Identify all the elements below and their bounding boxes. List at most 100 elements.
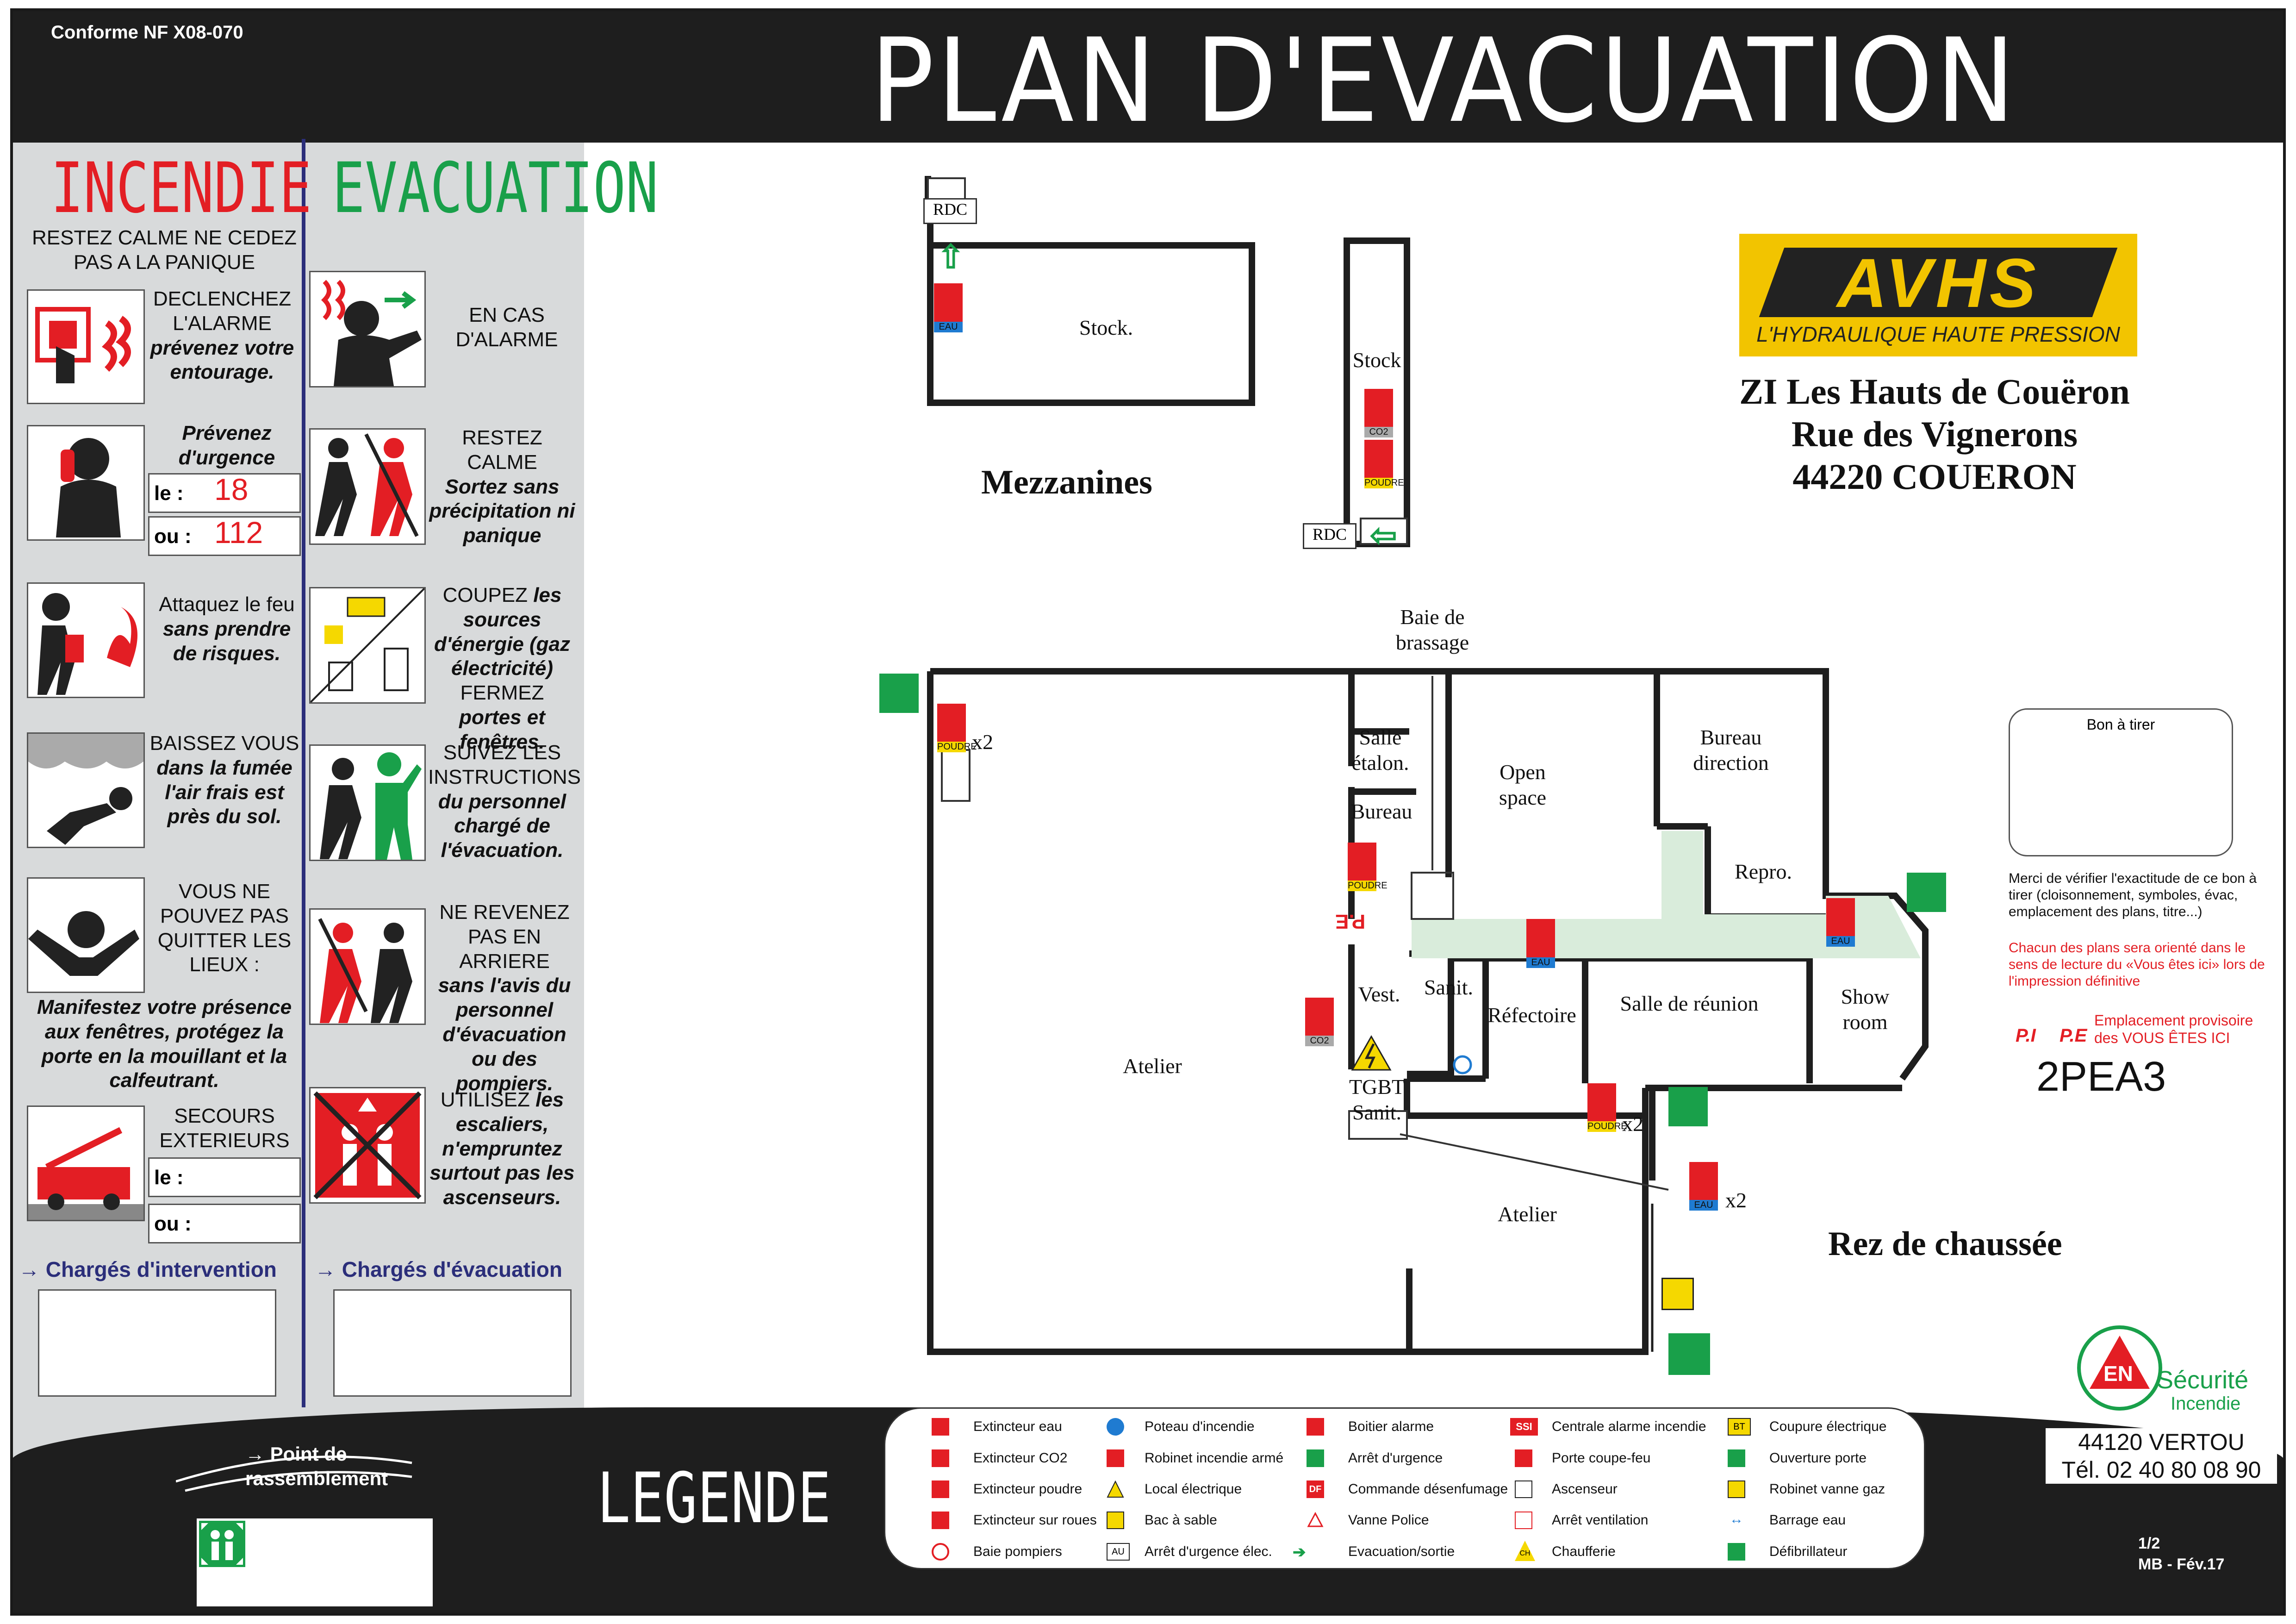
logo-text: AVHS (1837, 244, 2040, 322)
legend-item: Poteau d'incendie (1145, 1419, 1255, 1434)
police-valve-icon (1307, 1512, 1324, 1527)
no-elevator-icon (309, 1087, 426, 1204)
bat-warning: Chacun des plans sera orienté dans le se… (2009, 940, 2265, 989)
swoosh-decoration (176, 1455, 412, 1492)
extinguisher-icon (1364, 440, 1393, 481)
no-return-icon (309, 908, 426, 1025)
mezzanines-label: Mezzanines (981, 463, 1152, 501)
legend-item: Défibrillateur (1769, 1544, 1848, 1559)
legend-item: Arrêt d'urgence élec. (1145, 1544, 1272, 1559)
exit-sign-icon (879, 674, 919, 713)
x2-label: x2 (1622, 1112, 1643, 1136)
power-cut-icon: BT (1728, 1418, 1751, 1436)
room-refectoire: Réfectoire (1487, 1003, 1576, 1027)
room-open-space: Open space (1499, 760, 1547, 810)
charges-intervention-label: → Chargés d'intervention (19, 1257, 277, 1281)
rassemblement-label: → Point de rassemblement (245, 1443, 388, 1489)
charges-evacuation-label: → Chargés d'évacuation (315, 1257, 562, 1281)
sand-bin-icon (1107, 1512, 1124, 1529)
x2-label: x2 (1725, 1188, 1747, 1212)
alarm-button-icon (27, 289, 145, 404)
secours-ou-box: ou : (148, 1204, 301, 1243)
calm-text: RESTEZ CALME NE CEDEZ PAS A LA PANIQUE (31, 226, 297, 274)
evacuation-step-1: EN CAS D'ALARME (455, 304, 558, 351)
rassemblement-box (197, 1518, 433, 1606)
elevator-icon (1515, 1480, 1532, 1498)
extinguisher-icon (1305, 998, 1334, 1039)
eau-tag: EAU (1826, 936, 1855, 947)
legend-item: Robinet incendie armé (1145, 1450, 1284, 1466)
charges-intervention-box (38, 1289, 276, 1397)
bat-provisional: Emplacement provisoire des VOUS ÊTES ICI (2094, 1012, 2253, 1047)
version-label: MB - Fév.17 (2138, 1555, 2225, 1573)
room-bureau-direction: Bureau direction (1693, 725, 1769, 775)
legend-item: Boitier alarme (1348, 1419, 1434, 1434)
incendie-step-2: Prévenez d'urgence (178, 422, 275, 469)
rdc-section-label: Rez de chaussée (1828, 1225, 2062, 1263)
page-number: 1/2 (2138, 1535, 2160, 1552)
legend-item: Evacuation/sortie (1348, 1544, 1455, 1559)
supplier-logo-text1: Sécurité (2157, 1366, 2249, 1394)
exit-sign-icon (1668, 1087, 1708, 1126)
rdc-label-1: RDC (923, 198, 977, 224)
extinguisher-icon (1587, 1083, 1616, 1125)
incendie-step-5a: VOUS NE POUVEZ PAS QUITTER LES LIEUX : (157, 880, 292, 976)
legend-item: Centrale alarme incendie (1552, 1419, 1706, 1434)
extinguisher-person-icon (27, 582, 145, 698)
legend-item: Barrage eau (1769, 1512, 1846, 1528)
extinguisher-powder-icon (932, 1480, 949, 1498)
room-baie: Baie de brassage (1395, 605, 1469, 655)
walk-calm-icon (309, 428, 426, 545)
legend-item: Bac à sable (1145, 1512, 1217, 1528)
electrical-stop-icon: AU (1107, 1543, 1130, 1561)
door-opening-icon (1728, 1449, 1745, 1467)
plan-code: 2PEA3 (2036, 1054, 2166, 1100)
up-arrow-icon: ⇧ (937, 239, 964, 275)
assembly-point-icon (199, 1521, 245, 1567)
logo-tagline: L'HYDRAULIQUE HAUTE PRESSION (1756, 322, 2120, 346)
bat-box: Bon à tirer (2009, 708, 2233, 856)
exit-sign-icon (1907, 873, 1946, 912)
room-salle-reunion: Salle de réunion (1620, 992, 1759, 1015)
extinguisher-wheeled-icon (932, 1512, 949, 1529)
room-stock-1: Stock. (1079, 316, 1133, 339)
room-atelier-1: Atelier (1123, 1054, 1182, 1078)
supplier-logo-text2: Incendie (2171, 1393, 2241, 1414)
extinguisher-icon (1364, 389, 1393, 431)
fire-hydrant-icon (1107, 1418, 1124, 1436)
eau-tag: EAU (1526, 957, 1555, 968)
incendie-step-5b: Manifestez votre présence aux fenêtres, … (37, 996, 292, 1092)
room-atelier-2: Atelier (1498, 1202, 1557, 1226)
incendie-title: INCENDIE (51, 148, 312, 229)
legend-item: Extincteur CO2 (973, 1450, 1068, 1466)
room-stock-2: Stock (1352, 348, 1401, 372)
incendie-step-6: SECOURS EXTERIEURS (159, 1105, 290, 1152)
extinguisher-icon (1348, 843, 1376, 884)
company-logo: AVHS L'HYDRAULIQUE HAUTE PRESSION (1739, 234, 2137, 356)
extinguisher-icon (934, 283, 963, 325)
legend-item: Baie pompiers (973, 1544, 1062, 1559)
water-dam-icon: ↔ (1730, 1512, 1743, 1527)
left-arrow-icon: ⇦ (1370, 517, 1397, 553)
panel-divider (302, 139, 305, 1407)
co2-tag: CO2 (1305, 1036, 1334, 1046)
room-sanit: Sanit. (1424, 975, 1474, 999)
charges-evacuation-box (333, 1289, 572, 1397)
electrical-room-icon (1107, 1480, 1124, 1498)
pe-marker-legend: P.E (2060, 1025, 2087, 1046)
fire-hose-icon (1107, 1449, 1124, 1467)
supplier-logo-en: EN (2103, 1362, 2133, 1386)
exit-arrow-icon: ➔ (1293, 1543, 1306, 1561)
legend-item: Extincteur eau (973, 1419, 1062, 1434)
evacuation-step-3: COUPEZ les sources d'énergie (gaz électr… (434, 584, 571, 753)
fire-truck-icon (27, 1106, 145, 1221)
extinguisher-co2-icon (932, 1449, 949, 1467)
legend-item: Coupure électrique (1769, 1419, 1887, 1434)
